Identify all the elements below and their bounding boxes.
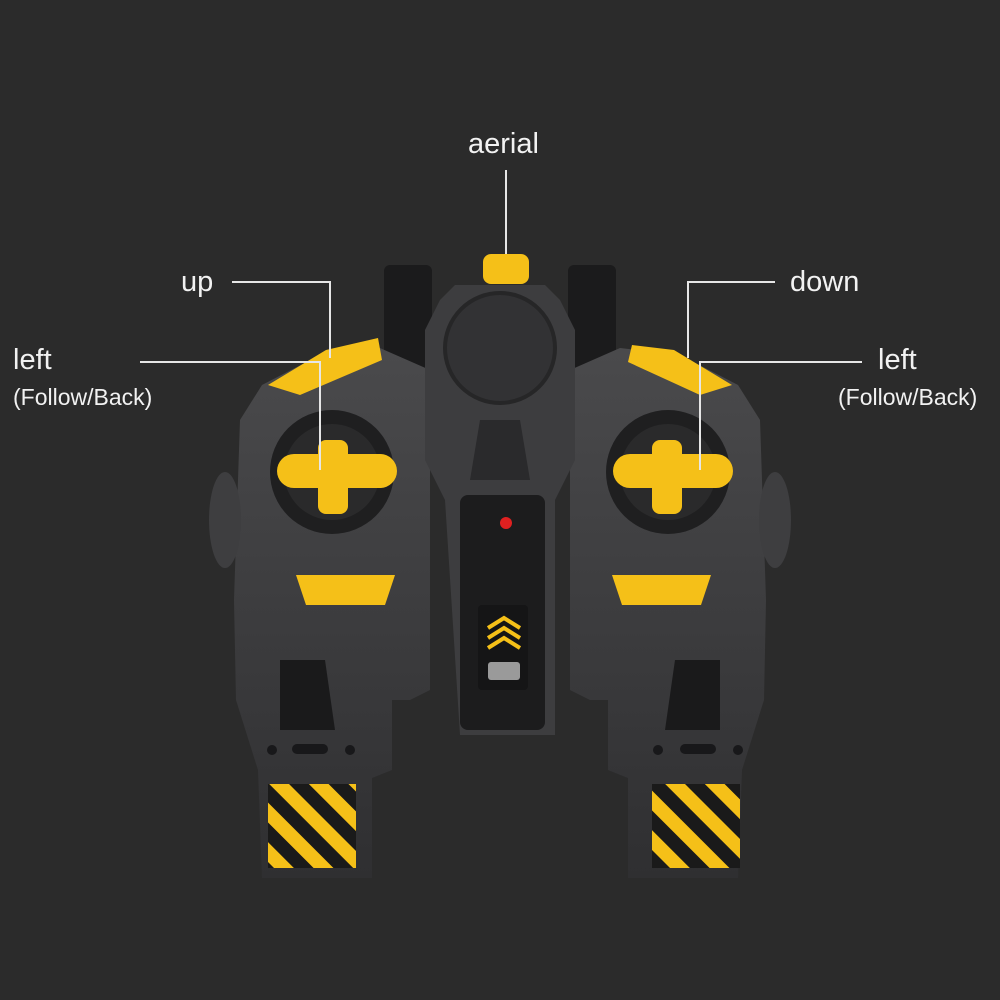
right-stick-sublabel: (Follow/Back) [838,384,978,410]
left-stick-sublabel: (Follow/Back) [13,384,153,410]
up-label: up [181,266,214,298]
down-label: down [790,266,860,298]
leader-lines [140,170,862,470]
aerial-label: aerial [468,128,539,160]
status-led [500,517,512,529]
center-module [425,285,575,735]
left-joystick[interactable] [270,410,397,534]
right-hazard-panel [652,784,740,868]
aerial-tip [483,254,529,284]
rear-posts [384,265,616,375]
right-action-button[interactable] [612,575,711,605]
left-hazard-panel [268,784,356,868]
left-action-button[interactable] [296,575,395,605]
left-stick-label: left [13,344,52,376]
grip-cutouts [267,660,743,755]
right-stick-label: left [878,344,917,376]
